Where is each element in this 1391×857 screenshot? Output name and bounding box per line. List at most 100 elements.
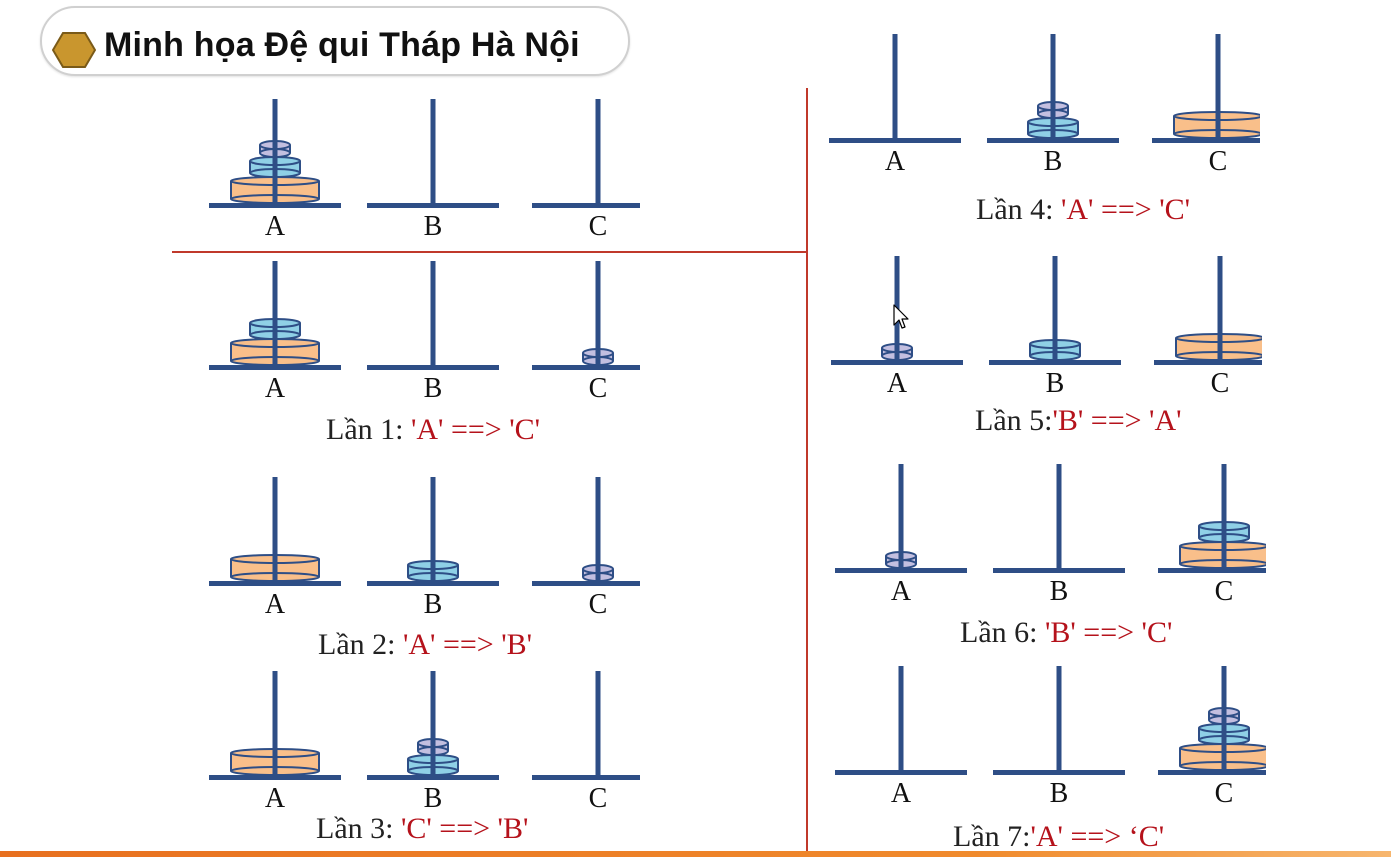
hanoi-state-lan-2: A B C	[200, 473, 640, 623]
step-caption-lan-2: Lần 2: 'A' ==> 'B'	[318, 628, 532, 662]
peg-rod-c	[595, 99, 601, 205]
step-caption-lan-1: Lần 1: 'A' ==> 'C'	[326, 413, 540, 447]
peg-base-a	[835, 770, 967, 775]
step-label: Lần 2:	[318, 628, 403, 661]
peg-label-a: A	[890, 576, 912, 607]
peg-base-b	[993, 568, 1125, 573]
peg-rod-c	[1215, 34, 1221, 140]
step-caption-lan-4: Lần 4: 'A' ==> 'C'	[976, 193, 1190, 227]
peg-label-a: A	[890, 778, 912, 809]
peg-base-a	[209, 581, 341, 586]
peg-label-b: B	[423, 783, 443, 814]
peg-label-a: A	[886, 368, 908, 399]
step-move: 'A' ==> 'B'	[402, 628, 533, 661]
peg-base-c	[532, 581, 640, 586]
peg-label-b: B	[423, 373, 443, 404]
hanoi-state-lan-4: A B C	[820, 30, 1260, 180]
hanoi-towers	[831, 256, 1262, 365]
step-label: Lần 3:	[316, 812, 401, 845]
step-move: 'B' ==> 'C'	[1044, 616, 1173, 649]
peg-label-b: B	[423, 589, 443, 620]
step-label: Lần 1:	[326, 413, 411, 446]
peg-rod-a	[898, 666, 904, 772]
title-banner: Minh họa Đệ qui Tháp Hà Nội	[40, 6, 630, 76]
peg-label-b: B	[1043, 146, 1063, 177]
hexagon-icon	[52, 32, 96, 68]
peg-rod-b	[1056, 666, 1062, 772]
peg-base-a	[209, 365, 341, 370]
peg-base-b	[987, 138, 1119, 143]
step-label: Lần 5:	[975, 404, 1053, 437]
step-move: 'C' ==> 'B'	[400, 812, 529, 845]
step-move: 'B' ==> 'A'	[1052, 404, 1182, 437]
hanoi-towers	[209, 99, 640, 208]
peg-label-a: A	[264, 589, 286, 620]
peg-rod-a	[898, 464, 904, 570]
hanoi-towers	[209, 477, 640, 586]
peg-rod-a	[272, 99, 278, 205]
peg-label-c: C	[588, 211, 608, 242]
horizontal-divider	[172, 251, 806, 253]
peg-rod-c	[595, 671, 601, 777]
peg-label-c: C	[1214, 576, 1234, 607]
step-caption-lan-6: Lần 6: 'B' ==> 'C'	[960, 616, 1172, 650]
peg-base-c	[532, 203, 640, 208]
peg-base-b	[993, 770, 1125, 775]
peg-label-b: B	[1049, 778, 1069, 809]
peg-base-a	[829, 138, 961, 143]
peg-base-a	[831, 360, 963, 365]
bottom-accent-bar	[0, 851, 1391, 857]
peg-base-a	[209, 203, 341, 208]
hanoi-towers	[209, 671, 640, 780]
peg-base-b	[367, 365, 499, 370]
peg-label-b: B	[1045, 368, 1065, 399]
hanoi-state-lan-3: A B C	[200, 667, 640, 817]
peg-label-b: B	[423, 211, 443, 242]
peg-label-c: C	[1208, 146, 1228, 177]
peg-label-a: A	[264, 783, 286, 814]
hanoi-state-lan-1: A B C	[200, 257, 640, 407]
peg-base-c	[532, 775, 640, 780]
peg-base-c	[532, 365, 640, 370]
peg-rod-a	[892, 34, 898, 140]
peg-base-c	[1152, 138, 1260, 143]
peg-rod-a	[272, 261, 278, 367]
step-label: Lần 6:	[960, 616, 1045, 649]
step-label: Lần 4:	[976, 193, 1061, 226]
peg-rod-c	[595, 261, 601, 367]
peg-rod-b	[430, 671, 436, 777]
peg-base-a	[835, 568, 967, 573]
peg-rod-b	[430, 261, 436, 367]
peg-base-b	[367, 203, 499, 208]
peg-base-a	[209, 775, 341, 780]
step-move: 'A' ==> 'C'	[410, 413, 541, 446]
peg-rod-b	[430, 477, 436, 583]
peg-rod-a	[272, 671, 278, 777]
peg-rod-c	[1221, 666, 1227, 772]
step-caption-lan-3: Lần 3: 'C' ==> 'B'	[316, 812, 528, 846]
peg-rod-b	[430, 99, 436, 205]
vertical-divider	[806, 88, 808, 854]
peg-label-c: C	[588, 783, 608, 814]
peg-label-b: B	[1049, 576, 1069, 607]
peg-label-a: A	[264, 373, 286, 404]
peg-rod-c	[595, 477, 601, 583]
peg-base-b	[989, 360, 1121, 365]
peg-label-c: C	[588, 373, 608, 404]
step-label: Lần 7:	[953, 820, 1031, 853]
mouse-cursor-icon	[893, 304, 909, 335]
hanoi-towers	[835, 666, 1266, 775]
peg-rod-b	[1050, 34, 1056, 140]
peg-label-c: C	[588, 589, 608, 620]
peg-base-b	[367, 775, 499, 780]
peg-rod-a	[272, 477, 278, 583]
hanoi-towers	[209, 261, 640, 370]
peg-base-b	[367, 581, 499, 586]
peg-label-a: A	[884, 146, 906, 177]
hanoi-towers	[835, 464, 1266, 573]
step-caption-lan-5: Lần 5:'B' ==> 'A'	[975, 404, 1182, 438]
peg-rod-c	[1221, 464, 1227, 570]
